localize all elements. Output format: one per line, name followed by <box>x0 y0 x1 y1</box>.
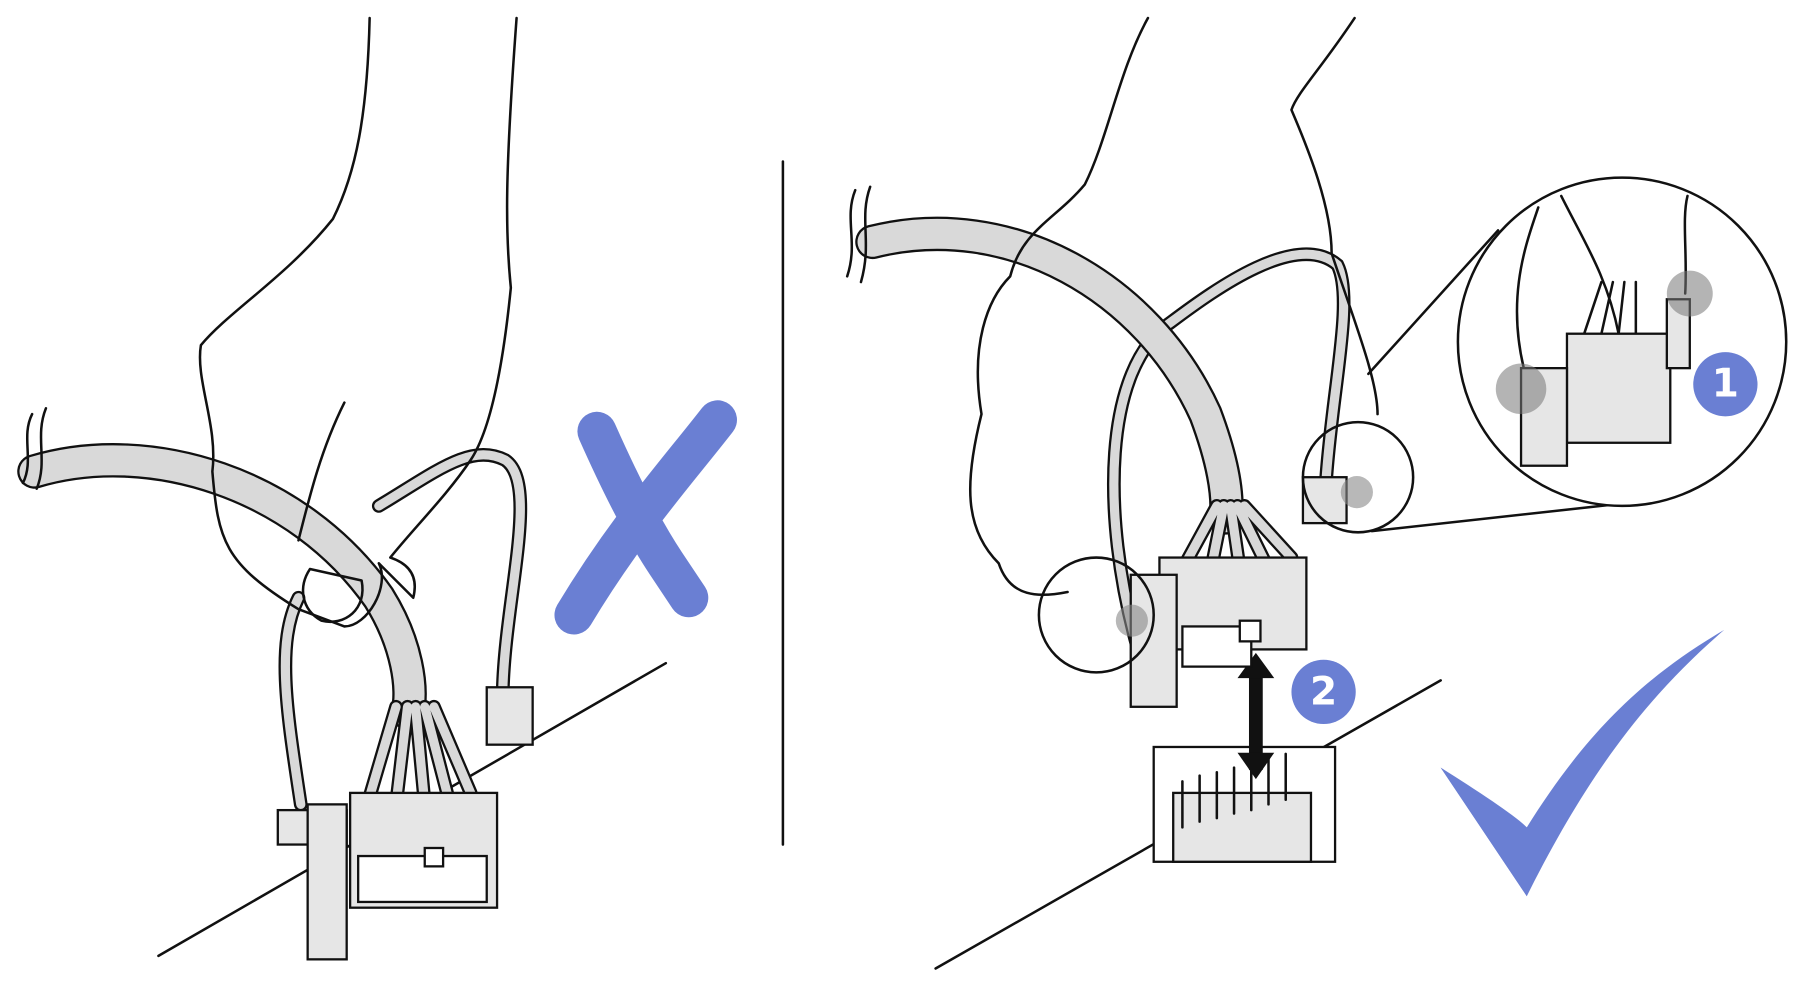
hand-outline <box>968 16 1379 597</box>
callout-label: 2 <box>1310 669 1337 714</box>
up-down-arrow-icon <box>1237 752 1275 780</box>
x-mark-icon <box>554 400 737 635</box>
check-mark-icon <box>1440 629 1725 897</box>
latch-highlight-circle <box>1037 556 1155 674</box>
right-panel-correct: 1 2 <box>845 16 1788 970</box>
hand-outline <box>198 16 518 628</box>
callout-2: 2 <box>1291 659 1356 725</box>
callout-label: 1 <box>1712 362 1739 407</box>
latch-highlight-circle <box>1301 420 1415 534</box>
latch <box>1129 573 1178 708</box>
left-panel-incorrect <box>17 16 737 961</box>
detail-zoom-inset <box>1456 176 1788 508</box>
callout-1: 1 <box>1693 352 1758 417</box>
latch <box>306 803 348 961</box>
